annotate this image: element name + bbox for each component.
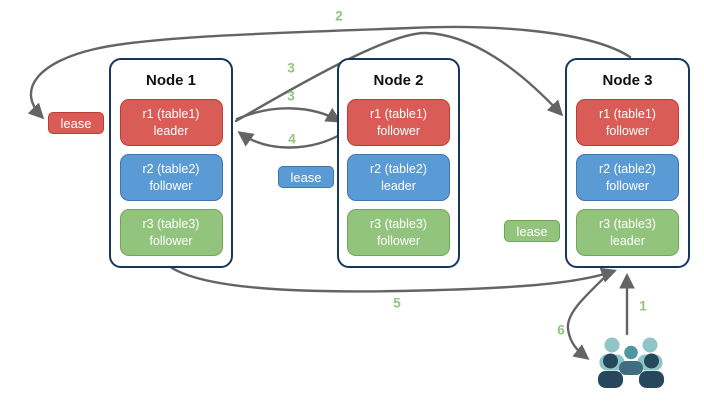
node-1-title: Node 1	[145, 72, 196, 89]
replica-role: follower	[376, 233, 421, 248]
arrow-step3-node1-to-node2	[235, 107, 342, 123]
replica-role: follower	[376, 123, 421, 138]
replica-id: r1 (table1)	[142, 107, 200, 121]
replica-id: r2 (table2)	[599, 162, 656, 176]
node3-replica-r3: r3 (table3) leader	[576, 209, 679, 256]
replica-role: follower	[605, 178, 650, 193]
replica-role: leader	[381, 178, 416, 193]
arrow-step5-node1-to-node3	[170, 266, 617, 293]
step-label-3-upper: 3	[287, 60, 295, 76]
replica-role: leader	[610, 233, 645, 248]
node-2-box: Node 2 r1 (table1) follower r2 (table2) …	[337, 58, 460, 268]
step-label-2: 2	[335, 8, 343, 24]
step-label-3-lower: 3	[287, 88, 295, 104]
replica-id: r3 (table3)	[599, 217, 656, 231]
replica-id: r2 (table2)	[142, 162, 200, 176]
node-3-box: Node 3 r1 (table1) follower r2 (table2) …	[565, 58, 690, 268]
lease-tag-table1: lease	[48, 112, 104, 134]
replica-id: r3 (table3)	[370, 217, 427, 231]
step-label-5: 5	[393, 295, 401, 311]
lease-tag-table3: lease	[504, 220, 560, 242]
replica-id: r1 (table1)	[599, 107, 656, 121]
step-label-4: 4	[288, 131, 296, 147]
node1-replica-r2: r2 (table2) follower	[119, 154, 223, 201]
node2-replica-r1: r1 (table1) follower	[347, 99, 450, 146]
lease-tag-table2: lease	[278, 166, 334, 188]
replica-role: leader	[153, 123, 189, 138]
node1-replica-r1: r1 (table1) leader	[119, 99, 223, 146]
node-1-box: Node 1 r1 (table1) leader r2 (table2) fo…	[109, 58, 233, 268]
node2-replica-r2: r2 (table2) leader	[347, 154, 450, 201]
node1-replica-r3: r3 (table3) follower	[119, 209, 223, 256]
node2-replica-r3: r3 (table3) follower	[347, 209, 450, 256]
node-3-title: Node 3	[602, 72, 653, 89]
node-2-title: Node 2	[373, 72, 424, 89]
users-group-icon	[598, 337, 664, 388]
replica-id: r3 (table3)	[142, 217, 200, 231]
replica-role: follower	[149, 233, 193, 248]
step-label-6: 6	[557, 322, 565, 338]
replica-role: follower	[605, 123, 650, 138]
node3-replica-r1: r1 (table1) follower	[576, 99, 679, 146]
node3-replica-r2: r2 (table2) follower	[576, 154, 679, 201]
step-label-1: 1	[639, 298, 647, 314]
replica-id: r2 (table2)	[370, 162, 427, 176]
replica-id: r1 (table1)	[370, 107, 427, 121]
replica-role: follower	[149, 178, 193, 193]
